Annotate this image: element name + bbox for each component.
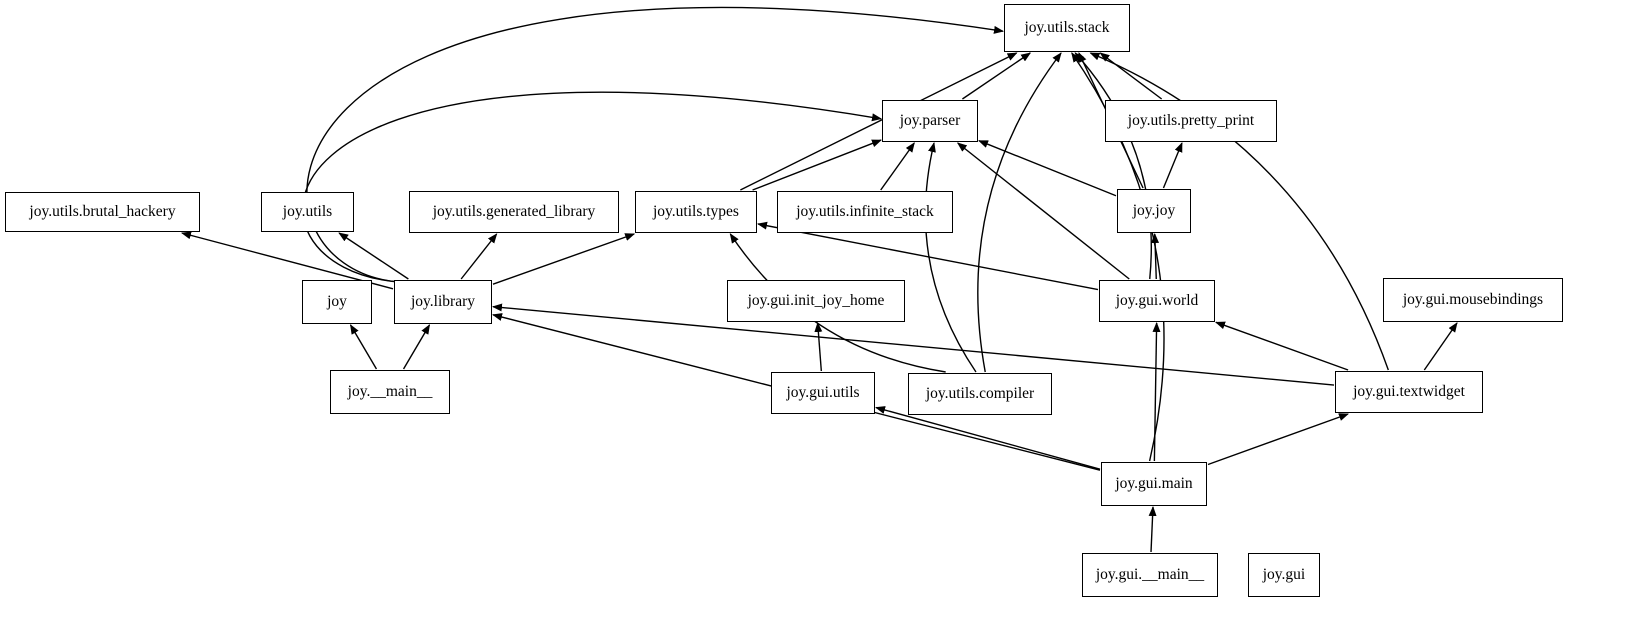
node-label: joy.utils.stack <box>1024 19 1110 37</box>
node-joy-utils-types[interactable]: joy.utils.types <box>635 191 757 233</box>
node-label: joy.utils.infinite_stack <box>796 203 934 221</box>
edge-joy-gui---main---to-joy-gui-main <box>1148 506 1157 553</box>
node-joy-gui-world[interactable]: joy.gui.world <box>1099 280 1215 322</box>
node-joy-joy[interactable]: joy.joy <box>1117 189 1191 233</box>
edge-joy-gui-main-to-joy-gui-utils <box>875 406 1101 470</box>
edge-joy-utils-types-to-joy-parser <box>752 139 882 191</box>
node-joy-utils[interactable]: joy.utils <box>261 192 354 232</box>
edge-joy-library-to-joy-utils-types <box>492 233 636 285</box>
edge-joy-utils-compiler-to-joy-parser <box>924 142 977 373</box>
edge-joy-gui-main-to-joy-gui-textwidget <box>1207 413 1349 466</box>
node-label: joy.__main__ <box>347 383 433 401</box>
edge-joy-gui-world-to-joy-utils-types <box>757 221 1099 291</box>
node-label: joy.library <box>411 293 475 311</box>
edge-joy-library-to-joy-utils-brutal-hackery <box>180 231 394 290</box>
edge-joy-library-to-joy-parser <box>302 91 882 283</box>
node-joy-utils-compiler[interactable]: joy.utils.compiler <box>908 373 1052 415</box>
node-label: joy.utils.compiler <box>925 385 1035 403</box>
node-joy-parser[interactable]: joy.parser <box>882 100 978 142</box>
node-joy-utils-infinite-stack[interactable]: joy.utils.infinite_stack <box>777 191 953 233</box>
node-joy-gui-init-joy-home[interactable]: joy.gui.init_joy_home <box>727 280 905 322</box>
edge-joy-gui-world-to-joy-joy <box>1151 233 1160 280</box>
node-label: joy.utils.generated_library <box>432 203 596 221</box>
edge-joy-gui-world-to-joy-utils-stack <box>1074 52 1153 280</box>
edge-joy-utils-pretty-print-to-joy-utils-stack <box>1099 52 1163 100</box>
node-joy-utils-brutal-hackery[interactable]: joy.utils.brutal_hackery <box>5 192 200 232</box>
node-joy-library[interactable]: joy.library <box>394 280 492 324</box>
edge-joy-utils-types-to-joy-utils-stack <box>740 52 1018 191</box>
node-label: joy.utils.brutal_hackery <box>29 203 176 221</box>
node-label: joy.gui.textwidget <box>1353 383 1465 401</box>
node-label: joy.gui.world <box>1115 292 1199 310</box>
node-joy-utils-pretty-print[interactable]: joy.utils.pretty_print <box>1105 100 1277 142</box>
node-label: joy.gui <box>1262 566 1306 584</box>
node-joy-gui[interactable]: joy.gui <box>1248 553 1320 597</box>
node-joy---main--[interactable]: joy.__main__ <box>330 370 450 414</box>
node-label: joy.joy <box>1132 202 1176 220</box>
edge-joy-gui-main-to-joy-utils-stack <box>1071 52 1165 462</box>
node-joy-gui-main[interactable]: joy.gui.main <box>1101 462 1207 506</box>
node-label: joy.gui.main <box>1115 475 1193 493</box>
edge-joy-gui-utils-to-joy-gui-init-joy-home <box>814 322 823 372</box>
node-label: joy <box>327 293 347 311</box>
node-joy-utils-stack[interactable]: joy.utils.stack <box>1004 4 1130 52</box>
node-label: joy.gui.__main__ <box>1095 566 1205 584</box>
edge-joy-utils-compiler-to-joy-utils-types <box>729 233 946 373</box>
node-label: joy.parser <box>899 112 961 130</box>
node-label: joy.gui.init_joy_home <box>747 292 885 310</box>
node-label: joy.utils.types <box>653 203 739 221</box>
edge-joy-gui-world-to-joy-parser <box>956 142 1130 280</box>
edge-joy---main---to-joy <box>349 324 378 370</box>
node-label: joy.gui.utils <box>786 384 860 402</box>
node-joy-utils-generated-library[interactable]: joy.utils.generated_library <box>409 191 619 233</box>
edge-joy-utils-infinite-stack-to-joy-parser <box>880 142 915 191</box>
edge-joy-utils-compiler-to-joy-utils-stack <box>977 52 1062 373</box>
edge-joy-library-to-joy-utils <box>338 232 409 280</box>
edge-joy-parser-to-joy-utils-stack <box>962 52 1031 100</box>
node-joy[interactable]: joy <box>302 280 372 324</box>
edge-joy-library-to-joy-utils-generated-library <box>460 233 498 280</box>
edge-joy-gui-textwidget-to-joy-gui-world <box>1215 321 1349 371</box>
node-joy-gui-utils[interactable]: joy.gui.utils <box>771 372 875 414</box>
edge-joy-library-to-joy-utils-stack <box>306 6 1004 283</box>
edge-joy-joy-to-joy-utils-pretty-print <box>1162 142 1183 189</box>
edge-joy-gui-textwidget-to-joy-library <box>492 303 1335 386</box>
node-joy-gui---main--[interactable]: joy.gui.__main__ <box>1082 553 1218 597</box>
edge-joy-gui-main-to-joy-gui-world <box>1152 322 1161 462</box>
node-joy-gui-textwidget[interactable]: joy.gui.textwidget <box>1335 371 1483 413</box>
edge-joy-gui-textwidget-to-joy-gui-mousebindings <box>1423 322 1458 371</box>
node-label: joy.gui.mousebindings <box>1402 291 1544 309</box>
node-label: joy.utils <box>282 203 333 221</box>
edge-joy-joy-to-joy-parser <box>978 140 1117 197</box>
edge-joy---main---to-joy-library <box>402 324 431 370</box>
node-label: joy.utils.pretty_print <box>1127 112 1255 130</box>
edge-joy-gui-textwidget-to-joy-utils-stack <box>1089 52 1389 371</box>
node-joy-gui-mousebindings[interactable]: joy.gui.mousebindings <box>1383 278 1563 322</box>
